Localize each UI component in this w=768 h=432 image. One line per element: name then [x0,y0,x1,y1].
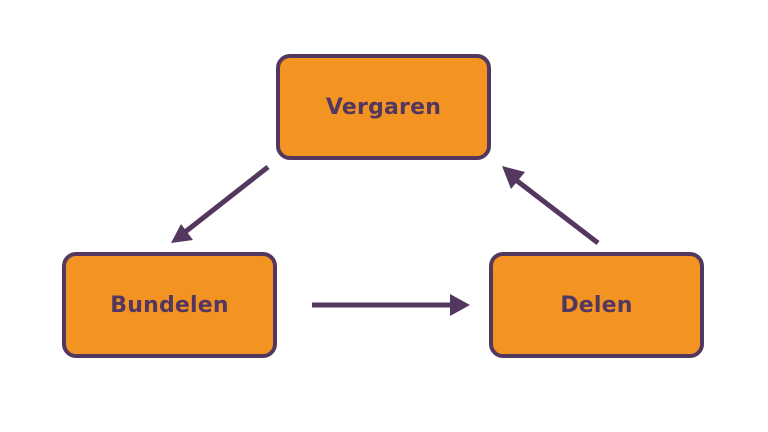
arrow-vergaren-to-bundelen [178,165,270,238]
arrowhead-vergaren-to-bundelen [171,224,193,243]
node-vergaren: Vergaren [276,54,491,160]
node-delen-label: Delen [560,292,633,318]
arrowhead-bundelen-to-delen [450,294,470,316]
node-bundelen-label: Bundelen [110,292,229,318]
node-vergaren-label: Vergaren [325,94,442,120]
node-delen: Delen [489,252,704,358]
node-bundelen: Bundelen [62,252,277,358]
arrowhead-delen-to-vergaren [502,166,525,189]
arrow-delen-to-vergaren [510,175,600,245]
